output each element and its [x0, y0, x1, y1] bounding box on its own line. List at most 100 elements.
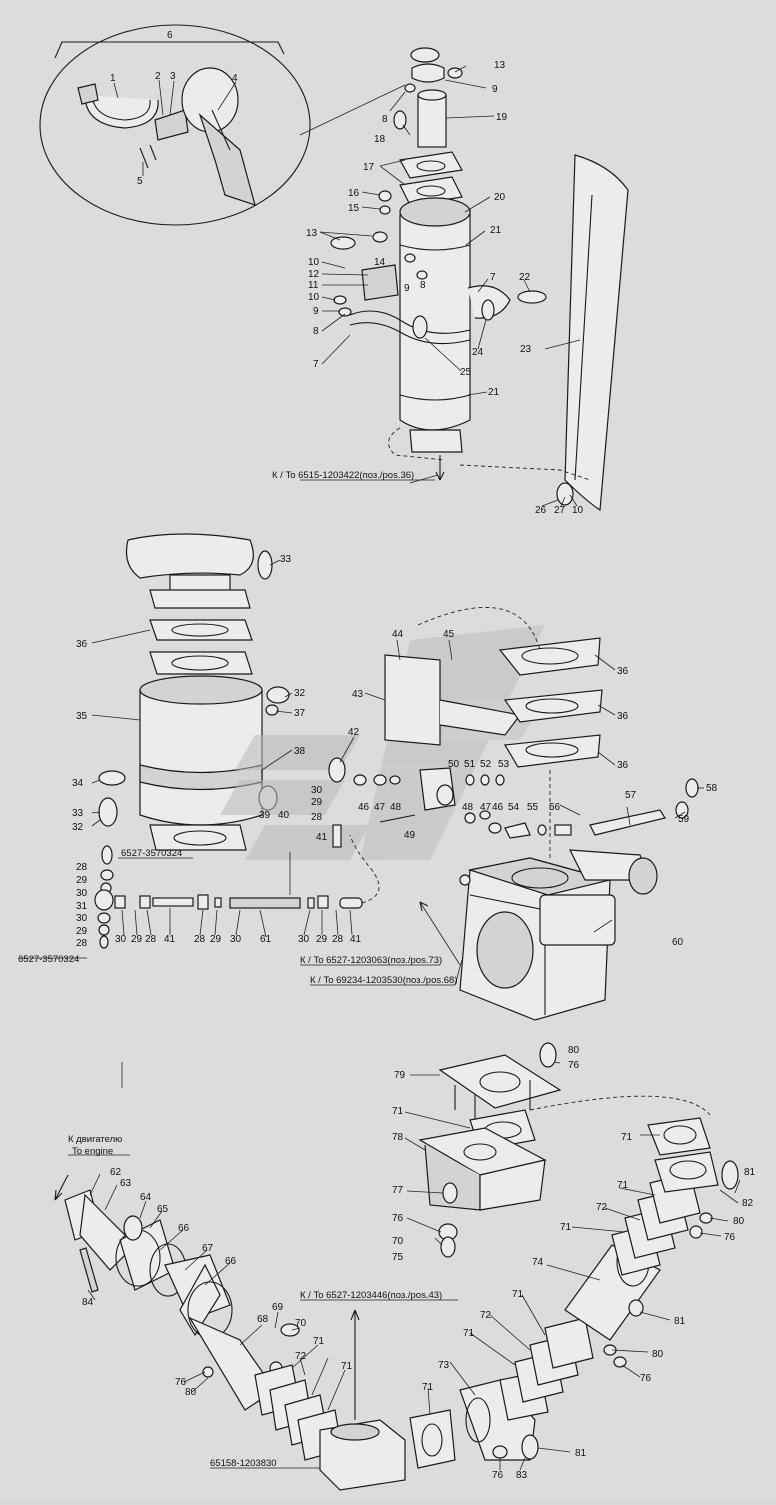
- label-76d: 76: [640, 1373, 652, 1384]
- label-68: 68: [257, 1314, 269, 1325]
- label-4: 4: [232, 73, 238, 84]
- label-30d: 30: [115, 934, 127, 945]
- label-74: 74: [532, 1257, 544, 1268]
- part-number-labels: 6 1 2 3 4 5 13 9 8 18 19 17 16 15 20 21 …: [72, 30, 756, 1481]
- label-29d: 29: [131, 934, 143, 945]
- label-56: 56: [549, 802, 561, 813]
- label-52: 52: [480, 759, 492, 770]
- label-30a: 30: [311, 785, 323, 796]
- label-42: 42: [348, 727, 360, 738]
- ref-6515-1203422: К / To 6515-1203422(поз./pos.36): [272, 470, 414, 481]
- label-9c: 9: [313, 306, 319, 317]
- label-36d: 36: [617, 760, 629, 771]
- label-29f: 29: [316, 934, 328, 945]
- label-5: 5: [137, 176, 143, 187]
- label-19: 19: [496, 112, 508, 123]
- label-80c: 80: [652, 1349, 664, 1360]
- ref-to-engine-ru: К двигателю: [68, 1134, 122, 1145]
- label-28f: 28: [332, 934, 344, 945]
- label-12: 12: [308, 269, 320, 280]
- label-66a: 66: [178, 1223, 190, 1234]
- label-71e: 71: [512, 1289, 524, 1300]
- label-30c: 30: [76, 913, 88, 924]
- leader-lines: [20, 65, 741, 1471]
- ref-6527-3570324-top: 6527-3570324: [121, 848, 182, 859]
- label-70b: 70: [295, 1318, 307, 1329]
- label-27: 27: [554, 505, 566, 516]
- label-15: 15: [348, 203, 360, 214]
- label-8a: 8: [382, 114, 388, 125]
- label-10b: 10: [308, 292, 320, 303]
- label-23: 23: [520, 344, 532, 355]
- label-8b: 8: [420, 280, 426, 291]
- label-62: 62: [110, 1167, 122, 1178]
- label-45: 45: [443, 629, 455, 640]
- label-48b: 48: [462, 802, 474, 813]
- label-71d: 71: [560, 1222, 572, 1233]
- label-71h: 71: [313, 1336, 325, 1347]
- label-35: 35: [76, 711, 88, 722]
- label-28d: 28: [145, 934, 157, 945]
- label-36b: 36: [617, 666, 629, 677]
- label-31: 31: [76, 901, 88, 912]
- label-33a: 33: [280, 554, 292, 565]
- label-66b: 66: [225, 1256, 237, 1267]
- label-51: 51: [464, 759, 476, 770]
- label-50: 50: [448, 759, 460, 770]
- label-29b: 29: [76, 875, 88, 886]
- label-36a: 36: [76, 639, 88, 650]
- label-32a: 32: [294, 688, 306, 699]
- label-30f: 30: [298, 934, 310, 945]
- label-25: 25: [460, 367, 472, 378]
- label-72a: 72: [596, 1202, 608, 1213]
- label-41a: 41: [316, 832, 328, 843]
- label-47a: 47: [374, 802, 386, 813]
- label-76b: 76: [392, 1213, 404, 1224]
- label-18: 18: [374, 134, 386, 145]
- label-13a: 13: [494, 60, 506, 71]
- label-8c: 8: [313, 326, 319, 337]
- label-30e: 30: [230, 934, 242, 945]
- label-80b: 80: [733, 1216, 745, 1227]
- label-28a: 28: [311, 812, 323, 823]
- label-71b: 71: [621, 1132, 633, 1143]
- label-39: 39: [259, 810, 271, 821]
- label-76e: 76: [492, 1470, 504, 1481]
- label-16: 16: [348, 188, 360, 199]
- label-29a: 29: [311, 797, 323, 808]
- label-61: 61: [260, 934, 272, 945]
- ref-6527-1203063: К / To 6527-1203063(поз./pos.73): [300, 955, 442, 966]
- label-7b: 7: [313, 359, 319, 370]
- label-71g: 71: [422, 1382, 434, 1393]
- label-80d: 80: [185, 1387, 197, 1398]
- label-14: 14: [374, 257, 386, 268]
- label-30b: 30: [76, 888, 88, 899]
- label-21a: 21: [490, 225, 502, 236]
- label-46b: 46: [492, 802, 504, 813]
- label-81b: 81: [674, 1316, 686, 1327]
- label-75: 75: [392, 1252, 404, 1263]
- label-76c: 76: [724, 1232, 736, 1243]
- label-76f: 76: [175, 1377, 187, 1388]
- label-53: 53: [498, 759, 510, 770]
- label-24: 24: [472, 347, 484, 358]
- label-71c: 71: [617, 1180, 629, 1191]
- label-71i: 71: [341, 1361, 353, 1372]
- converter-assembly: [94, 533, 699, 1021]
- label-49: 49: [404, 830, 416, 841]
- detail-view-6: [39, 24, 406, 226]
- label-71f: 71: [463, 1328, 475, 1339]
- label-81a: 81: [744, 1167, 756, 1178]
- label-20: 20: [494, 192, 506, 203]
- label-33b: 33: [72, 808, 84, 819]
- label-10c: 10: [572, 505, 584, 516]
- label-11: 11: [308, 280, 319, 291]
- label-43: 43: [352, 689, 364, 700]
- label-1: 1: [110, 73, 116, 84]
- label-29c: 29: [76, 926, 88, 937]
- label-9b: 9: [404, 283, 410, 294]
- label-32b: 32: [72, 822, 84, 833]
- label-9a: 9: [492, 84, 498, 95]
- label-54: 54: [508, 802, 520, 813]
